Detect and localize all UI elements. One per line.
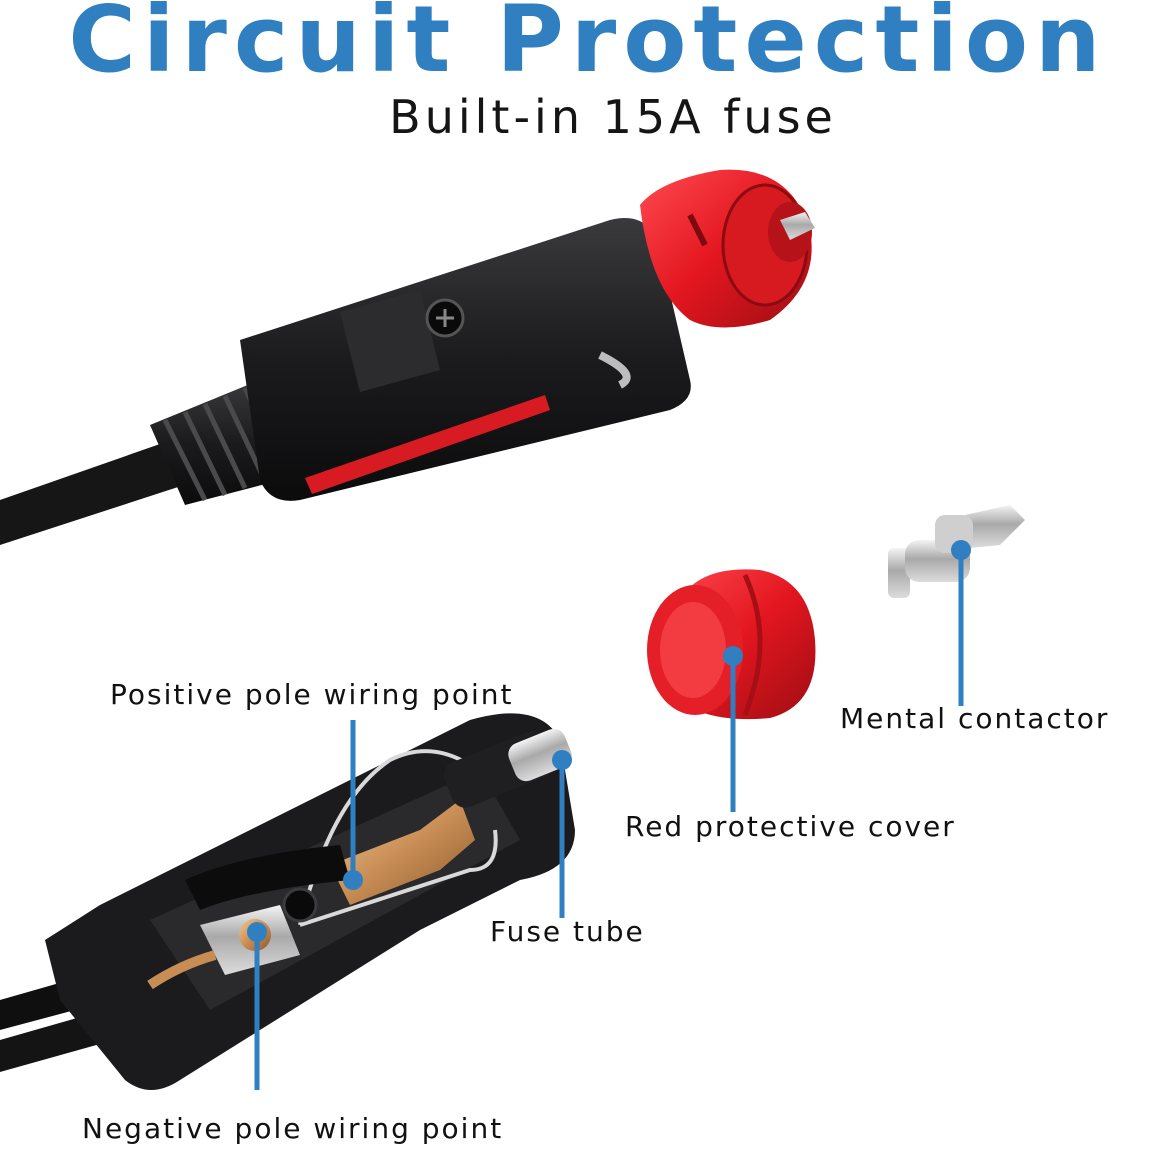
fuse-tube-part bbox=[443, 728, 572, 808]
brass-contact bbox=[330, 800, 475, 905]
red-cover-label: Red protective cover bbox=[625, 810, 956, 843]
fuse-dot bbox=[552, 750, 572, 770]
negative-dot bbox=[247, 922, 267, 942]
red-stripe bbox=[305, 395, 550, 494]
contactor-dot bbox=[951, 540, 971, 560]
negative-pole-label: Negative pole wiring point bbox=[82, 1112, 504, 1145]
positive-pole-label: Positive pole wiring point bbox=[110, 678, 514, 711]
page-subtitle: Built-in 15A fuse bbox=[389, 90, 837, 144]
red-tip bbox=[640, 169, 812, 328]
heat-shrink bbox=[185, 845, 350, 910]
grip-panel bbox=[340, 290, 440, 392]
screw-icon bbox=[425, 298, 465, 338]
side-spring-clip bbox=[598, 351, 631, 389]
metal-contactor-part bbox=[888, 505, 1025, 598]
plug-cable bbox=[0, 430, 215, 545]
plug-body bbox=[240, 218, 691, 501]
tip-contact bbox=[780, 212, 815, 240]
contactor-label: Mental contactor bbox=[840, 702, 1110, 735]
page-title: Circuit Protection bbox=[68, 0, 1108, 93]
bolt-hole bbox=[282, 887, 318, 923]
fuse-tube-label: Fuse tube bbox=[490, 915, 645, 948]
positive-dot bbox=[343, 870, 363, 890]
red-cover-part bbox=[647, 569, 816, 720]
cover-dot bbox=[723, 646, 743, 666]
open-plug bbox=[0, 713, 575, 1090]
callout-lines bbox=[247, 540, 971, 1090]
assembled-plug bbox=[0, 169, 815, 545]
